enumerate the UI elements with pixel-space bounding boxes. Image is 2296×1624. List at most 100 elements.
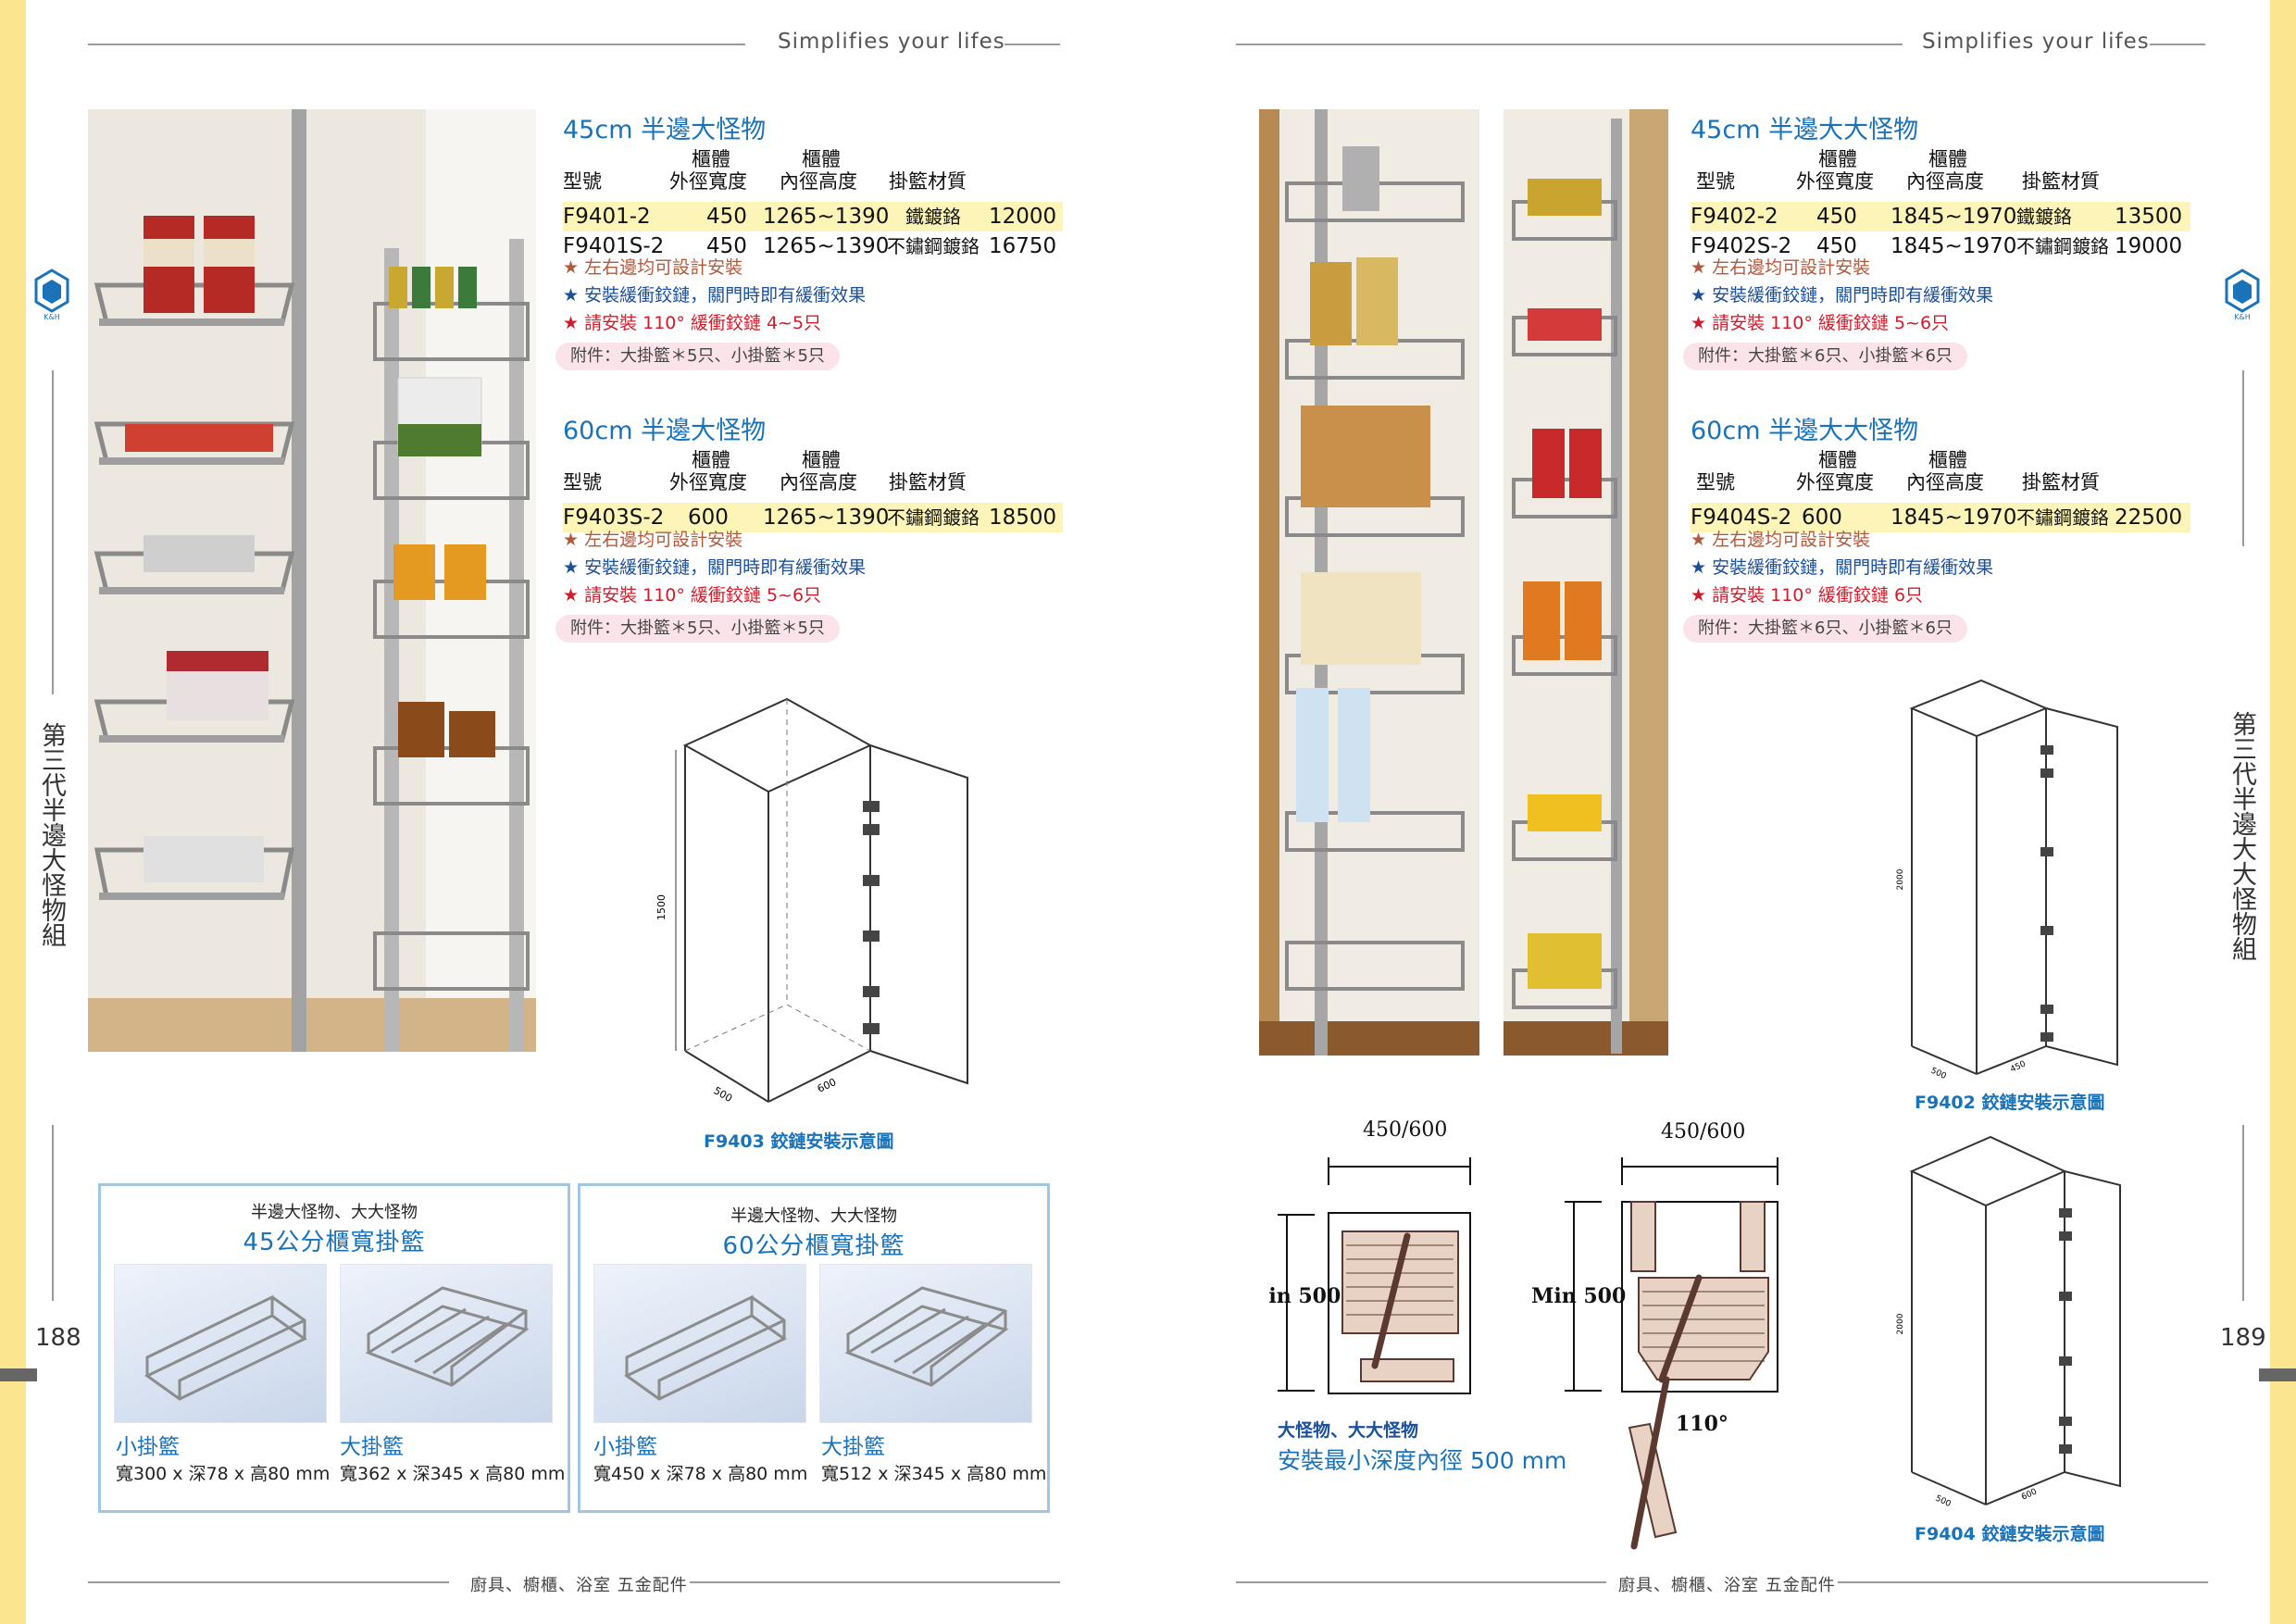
photo-illustration-half-big-monster	[1259, 109, 1668, 1056]
note-soft-close: ★ 安裝緩衝鉸鏈，關門時即有緩衝效果	[563, 285, 867, 306]
note-soft-close: ★ 安裝緩衝鉸鏈，關門時即有緩衝效果	[1691, 285, 1994, 306]
left-edge-strip	[0, 0, 26, 1624]
note-hinge-count: ★ 請安裝 110° 緩衝鉸鏈 5~6只	[1691, 313, 1950, 333]
large-basket-image	[340, 1264, 553, 1423]
accessory-pill: 附件：大掛籃＊6只、小掛籃＊6只	[1683, 343, 1967, 370]
small-basket-label: 小掛籃	[593, 1435, 657, 1459]
hinge-diagram-f9403: 1500 500 600	[655, 697, 968, 1105]
note-hinge-count: ★ 請安裝 110° 緩衝鉸鏈 6只	[1691, 585, 1924, 606]
footer-text-right: 廚具、櫥櫃、浴室 五金配件	[1618, 1576, 1836, 1595]
plan-note-small: 大怪物、大大怪物	[1278, 1420, 1419, 1441]
spec-table-45-half-big: 型號 櫃體 外徑寬度 櫃體 內徑高度 掛籃材質 F9402-2 450 1845…	[1691, 144, 2190, 261]
side-line-left-top	[52, 370, 54, 694]
side-line-right-top	[2242, 370, 2244, 546]
caption-f9402: F9402 鉸鏈安裝示意圖	[1915, 1093, 2105, 1113]
header-slogan-left: Simplifies your lifes	[778, 30, 1005, 54]
page-number-right: 189	[2220, 1324, 2266, 1352]
note-install-side: ★ 左右邊均可設計安裝	[1691, 257, 1871, 278]
footer-rule-right-a	[1236, 1581, 1606, 1583]
plan-note-big: 安裝最小深度內徑 500 mm	[1278, 1447, 1567, 1474]
plan-width-label-a: 450/600	[1363, 1118, 1448, 1142]
product-title-45-half: 45cm 半邊大怪物	[563, 116, 767, 144]
large-basket-illustration	[844, 1286, 1009, 1387]
footer-rule-left-b	[690, 1581, 1060, 1583]
accessory-pill: 附件：大掛籃＊6只、小掛籃＊6只	[1683, 615, 1967, 643]
svg-text:500: 500	[1929, 1067, 1948, 1081]
small-basket-image	[114, 1264, 327, 1423]
caption-f9403: F9403 鉸鏈安裝示意圖	[704, 1131, 894, 1152]
caption-f9404: F9404 鉸鏈安裝示意圖	[1915, 1524, 2105, 1544]
svg-text:500: 500	[1934, 1494, 1953, 1509]
photo-illustration-half-monster	[88, 109, 536, 1052]
kh-logo-left: K&H	[34, 269, 69, 320]
left-page-tab	[0, 1368, 37, 1381]
side-line-left-bottom	[52, 1125, 54, 1301]
header-rule-left-a	[88, 44, 745, 45]
hinge-diagram-f9404: 2000 500 600	[1896, 1135, 2121, 1509]
accessory-pill: 附件：大掛籃＊5只、小掛籃＊5只	[555, 343, 840, 370]
basket-box-60: 半邊大怪物、大大怪物 60公分櫃寬掛籃 小掛籃 寬450 x 深78 x 高80…	[578, 1183, 1050, 1513]
plan-min-label-b: Min 500	[1531, 1284, 1626, 1308]
header-rule-right-a	[1236, 44, 1903, 45]
spec-row: F9402S-2 450 1845~1970 不鏽鋼鍍鉻 19000	[1691, 234, 2183, 258]
svg-text:2000: 2000	[1896, 868, 1905, 890]
spec-row: F9402-2 450 1845~1970 鐵鍍鉻 13500	[1691, 202, 2190, 231]
header-rule-left-b	[1004, 44, 1060, 45]
kh-logo-right: K&H	[2225, 269, 2260, 320]
note-install-side: ★ 左右邊均可設計安裝	[563, 530, 743, 550]
svg-text:1500: 1500	[655, 894, 668, 920]
page-number-left: 188	[35, 1324, 81, 1352]
basket-box-45: 半邊大怪物、大大怪物 45公分櫃寬掛籃 小掛籃 寬300 x 深78 x 高80…	[98, 1183, 570, 1513]
basket-box-subtitle: 半邊大怪物、大大怪物	[730, 1206, 897, 1226]
header-slogan-right: Simplifies your lifes	[1922, 30, 2150, 54]
product-title-45-half-big: 45cm 半邊大大怪物	[1691, 116, 1919, 144]
large-basket-image	[819, 1264, 1032, 1423]
basket-box-title: 60公分櫃寬掛籃	[722, 1232, 905, 1260]
plan-angle-label: 110°	[1676, 1412, 1728, 1436]
small-basket-illustration	[144, 1294, 307, 1401]
spec-table-60-half: 型號 櫃體 外徑寬度 櫃體 內徑高度 掛籃材質 F9403S-2 600 126…	[563, 445, 1063, 532]
note-soft-close: ★ 安裝緩衝鉸鏈，關門時即有緩衝效果	[563, 557, 867, 578]
large-basket-label: 大掛籃	[340, 1435, 404, 1459]
large-basket-dims: 寬512 x 深345 x 高80 mm	[821, 1464, 1047, 1484]
spec-table-header: 型號 櫃體 外徑寬度 櫃體 內徑高度 掛籃材質	[563, 449, 967, 493]
product-title-60-half: 60cm 半邊大怪物	[563, 417, 767, 445]
note-hinge-count: ★ 請安裝 110° 緩衝鉸鏈 5~6只	[563, 585, 822, 606]
spec-row: F9403S-2 600 1265~1390 不鏽鋼鍍鉻 18500	[563, 503, 1063, 532]
spec-row: F9401S-2 450 1265~1390 不鏽鋼鍍鉻 16750	[563, 234, 1057, 258]
svg-text:450: 450	[2009, 1059, 2028, 1074]
product-title-60-half-big: 60cm 半邊大大怪物	[1691, 417, 1919, 445]
spec-table-header: 型號 櫃體 外徑寬度 櫃體 內徑高度 掛籃材質	[1696, 148, 2100, 193]
spec-table-60-half-big: 型號 櫃體 外徑寬度 櫃體 內徑高度 掛籃材質 F9404S-2 600 184…	[1691, 445, 2190, 532]
small-basket-label: 小掛籃	[116, 1435, 180, 1459]
svg-text:500: 500	[712, 1084, 735, 1105]
footer-text-left: 廚具、櫥櫃、浴室 五金配件	[470, 1576, 688, 1595]
side-line-right-bottom	[2242, 1125, 2244, 1301]
note-soft-close: ★ 安裝緩衝鉸鏈，關門時即有緩衝效果	[1691, 557, 1994, 578]
svg-text:600: 600	[816, 1076, 839, 1095]
large-basket-dims: 寬362 x 深345 x 高80 mm	[340, 1464, 566, 1484]
large-basket-illustration	[365, 1286, 530, 1387]
plan-min-label-a: Min 500	[1268, 1284, 1341, 1308]
plan-view-diagram: Min 500 Min 500 110°	[1268, 1157, 1778, 1550]
spec-row: F9401-2 450 1265~1390 鐵鍍鉻 12000	[563, 202, 1063, 231]
large-basket-label: 大掛籃	[821, 1435, 885, 1459]
basket-box-subtitle: 半邊大怪物、大大怪物	[251, 1203, 418, 1222]
footer-rule-left-a	[88, 1581, 449, 1583]
side-title-left: 第三代半邊大怪物組	[37, 722, 66, 947]
header-rule-right-b	[2150, 44, 2205, 45]
right-edge-strip	[2270, 0, 2296, 1624]
hinge-diagram-f9402: 2000 500 450	[1896, 679, 2118, 1081]
small-basket-illustration	[624, 1294, 787, 1401]
basket-box-title: 45公分櫃寬掛籃	[243, 1229, 426, 1256]
small-basket-dims: 寬450 x 深78 x 高80 mm	[593, 1464, 808, 1484]
svg-text:K&H: K&H	[2234, 313, 2251, 320]
spec-table-45-half: 型號 櫃體 外徑寬度 櫃體 內徑高度 掛籃材質 F9401-2 450 1265…	[563, 144, 1063, 261]
note-install-side: ★ 左右邊均可設計安裝	[1691, 530, 1871, 550]
right-page-tab	[2259, 1368, 2296, 1381]
product-photo-half-big-monster	[1259, 109, 1668, 1056]
note-install-side: ★ 左右邊均可設計安裝	[563, 257, 743, 278]
small-basket-dims: 寬300 x 深78 x 高80 mm	[116, 1464, 331, 1484]
accessory-pill: 附件：大掛籃＊5只、小掛籃＊5只	[555, 615, 840, 643]
side-title-right: 第三代半邊大大怪物組	[2227, 711, 2256, 961]
